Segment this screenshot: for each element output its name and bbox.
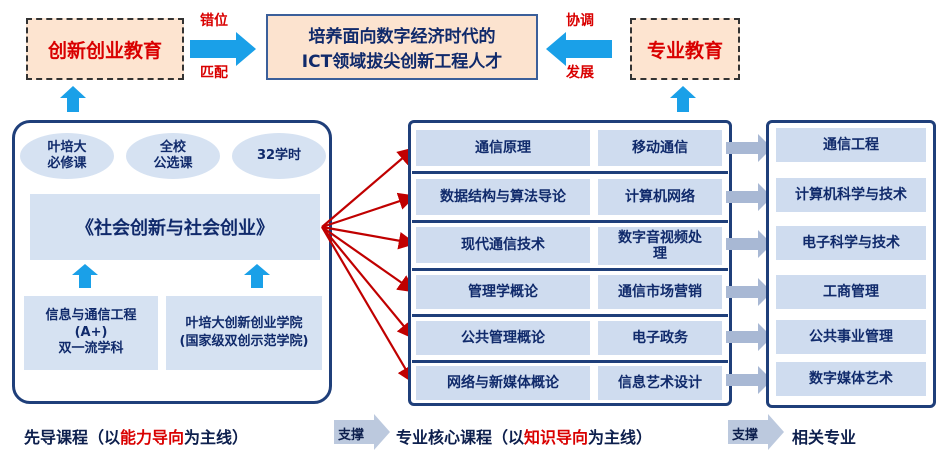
- mismatch-label: 错位: [200, 13, 228, 29]
- caption-prefix: 先导课程（以: [24, 428, 121, 447]
- core-course-cell: 公共管理概论: [416, 321, 590, 355]
- major-item: 通信工程: [776, 128, 926, 162]
- public-elective-oval: 全校 公选课: [126, 133, 220, 179]
- discipline-box: 信息与通信工程 (A+) 双一流学科: [24, 296, 158, 370]
- row-divider: [412, 220, 728, 223]
- core-course-cell: 数据结构与算法导论: [416, 179, 590, 215]
- core-course-cell: 通信原理: [416, 130, 590, 166]
- core-course-cell: 现代通信技术: [416, 227, 590, 263]
- major-item: 公共事业管理: [776, 320, 926, 354]
- core-course-cell: 数字音视频处理: [598, 227, 722, 265]
- support-arrow-2: [728, 414, 784, 450]
- up-arrow-course-left: [72, 264, 98, 288]
- up-arrow-course-right: [244, 264, 270, 288]
- college-box: 叶培大创新创业学院 (国家级双创示范学院): [166, 296, 322, 370]
- main-course-title: 《社会创新与社会创业》: [76, 218, 274, 239]
- core-course-cell: 电子政务: [598, 321, 722, 355]
- core-course-cell: 移动通信: [598, 130, 722, 166]
- up-arrow-left: [60, 86, 86, 112]
- discipline-line3: 双一流学科: [58, 341, 124, 357]
- credit-hours-oval: 32学时: [232, 133, 326, 179]
- innovation-education-box: 创新创业教育: [26, 18, 184, 80]
- oval2-line1: 全校: [159, 140, 186, 156]
- core-course-cell: 网络与新媒体概论: [416, 366, 590, 400]
- main-course-box: 《社会创新与社会创业》: [30, 194, 320, 260]
- match-label: 匹配: [200, 65, 228, 81]
- row-divider: [412, 171, 728, 174]
- required-course-oval: 叶培大 必修课: [20, 133, 114, 179]
- support-label-1: 支撑: [338, 428, 365, 443]
- oval1-line2: 必修课: [47, 156, 87, 171]
- row-divider: [412, 268, 728, 271]
- left-double-arrow: [190, 32, 256, 66]
- support-label-2: 支撑: [732, 428, 759, 443]
- caption-highlight: 能力导向: [120, 428, 185, 447]
- professional-education-label: 专业教育: [646, 39, 723, 62]
- core-course-cell: 管理学概论: [416, 275, 590, 309]
- major-item: 数字媒体艺术: [776, 362, 926, 396]
- major-item: 工商管理: [776, 275, 926, 309]
- caption-prefix: 专业核心课程（以: [396, 428, 525, 447]
- core-course-cell: 通信市场营销: [598, 275, 722, 309]
- grey-arrows: [726, 134, 772, 394]
- related-majors-caption: 相关专业: [792, 428, 857, 447]
- major-item: 计算机科学与技术: [776, 178, 926, 212]
- oval1-line1: 叶培大: [47, 140, 87, 156]
- discipline-line2: (A+): [74, 324, 108, 340]
- college-line2: (国家级双创示范学院): [179, 334, 309, 349]
- coordinate-label: 协调: [566, 13, 594, 29]
- caption-suffix: 为主线）: [184, 428, 249, 447]
- majors-panel: [766, 120, 936, 408]
- caption-suffix: 为主线）: [588, 428, 653, 447]
- innovation-education-label: 创新创业教育: [47, 39, 162, 62]
- talent-goal-box: 培养面向数字经济时代的 ICT领域拔尖创新工程人才: [266, 14, 538, 80]
- talent-goal-line2: ICT领域拔尖创新工程人才: [301, 52, 503, 72]
- core-course-caption: 专业核心课程（以知识导向为主线）: [396, 424, 652, 448]
- talent-goal-line1: 培养面向数字经济时代的: [308, 27, 496, 47]
- right-double-arrow: [546, 32, 612, 66]
- develop-label: 发展: [566, 65, 594, 81]
- major-item: 电子科学与技术: [776, 226, 926, 260]
- core-course-cell: 计算机网络: [598, 179, 722, 215]
- professional-education-box: 专业教育: [630, 18, 740, 80]
- discipline-line1: 信息与通信工程: [45, 307, 137, 323]
- core-course-cell: 信息艺术设计: [598, 366, 722, 400]
- row-divider: [412, 314, 728, 317]
- row-divider: [412, 360, 728, 363]
- oval3-line1: 32学时: [256, 148, 302, 164]
- college-line1: 叶培大创新创业学院: [185, 315, 303, 331]
- caption-highlight: 知识导向: [524, 428, 589, 447]
- support-arrow-1: [334, 414, 390, 450]
- up-arrow-right: [670, 86, 696, 112]
- oval2-line2: 公选课: [153, 156, 193, 171]
- pilot-course-caption: 先导课程（以能力导向为主线）: [24, 424, 248, 448]
